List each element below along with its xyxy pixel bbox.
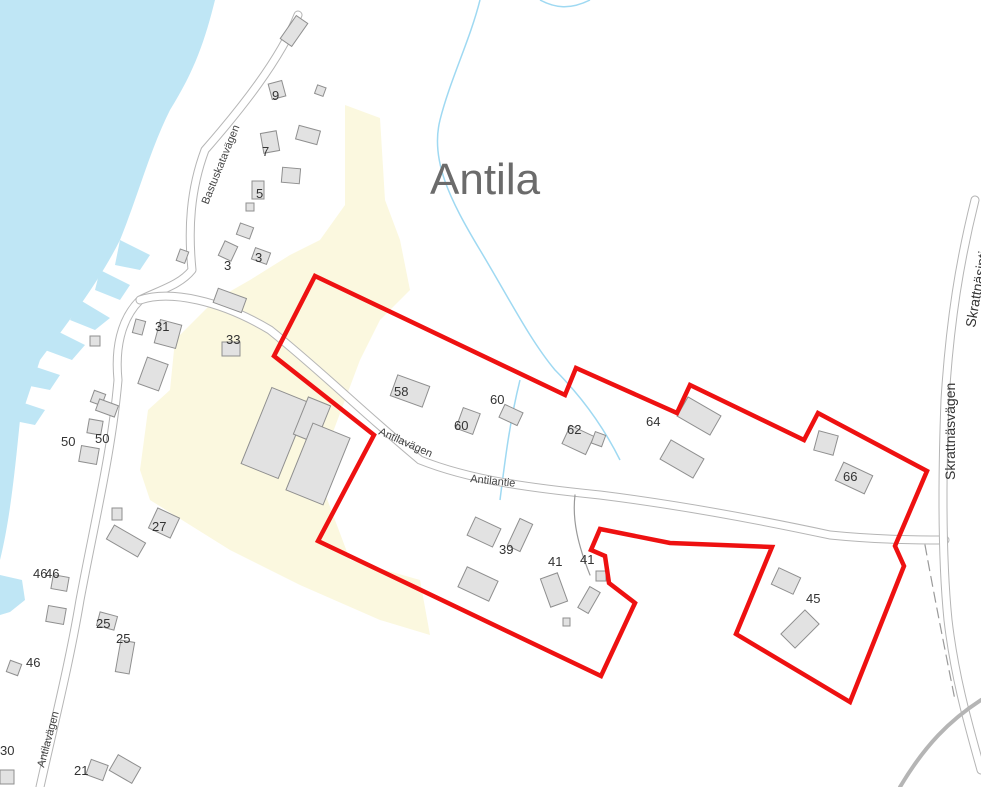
property-boundary bbox=[271, 273, 930, 706]
lake-water bbox=[0, 0, 215, 560]
house-number: 7 bbox=[262, 144, 269, 159]
buildings bbox=[0, 14, 874, 785]
house-number: 41 bbox=[548, 554, 562, 569]
house-number: 25 bbox=[116, 631, 130, 646]
road-label-antilavagen-south: Antilavägen bbox=[35, 710, 61, 769]
house-number: 60 bbox=[490, 392, 504, 407]
lake-shore-bays bbox=[10, 240, 150, 425]
house-number: 30 bbox=[0, 743, 14, 758]
house-number: 31 bbox=[155, 319, 169, 334]
house-number: 58 bbox=[394, 384, 408, 399]
road-label-skrattnasvagen: Skrattnäsvägen bbox=[942, 383, 958, 480]
house-number: 21 bbox=[74, 763, 88, 778]
house-number: 46 bbox=[33, 566, 47, 581]
water-south bbox=[0, 575, 25, 615]
house-number: 3 bbox=[224, 258, 231, 273]
house-numbers: 9 7 5 3 3 31 33 58 60 60 62 64 66 50 50 … bbox=[0, 88, 857, 778]
house-number: 46 bbox=[26, 655, 40, 670]
road-label-antilavagen: Antilavägen bbox=[377, 426, 434, 460]
house-number: 39 bbox=[499, 542, 513, 557]
house-number: 60 bbox=[454, 418, 468, 433]
house-number: 25 bbox=[96, 616, 110, 631]
house-number: 27 bbox=[152, 519, 166, 534]
house-number: 50 bbox=[61, 434, 75, 449]
house-number: 3 bbox=[255, 250, 262, 265]
stream bbox=[436, 0, 621, 461]
road-label-antilantie: Antilantie bbox=[470, 473, 516, 490]
house-number: 41 bbox=[580, 552, 594, 567]
house-number: 66 bbox=[843, 469, 857, 484]
house-number: 33 bbox=[226, 332, 240, 347]
field-area bbox=[140, 105, 430, 635]
place-label: Antila bbox=[430, 155, 541, 204]
house-number: 5 bbox=[256, 186, 263, 201]
road-network bbox=[35, 10, 981, 787]
house-number: 46 bbox=[45, 566, 59, 581]
house-number: 64 bbox=[646, 414, 660, 429]
house-number: 9 bbox=[272, 88, 279, 103]
house-number: 62 bbox=[567, 422, 581, 437]
house-number: 45 bbox=[806, 591, 820, 606]
house-number: 50 bbox=[95, 431, 109, 446]
stream-top bbox=[539, 0, 591, 8]
